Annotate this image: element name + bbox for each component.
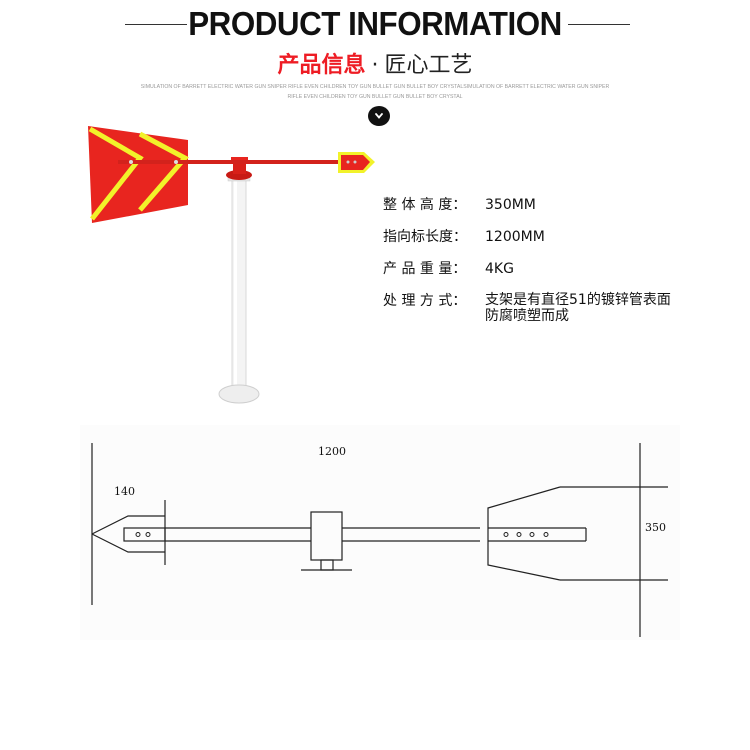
spec-list: 整 体 高 度： 350MM 指向标长度： 1200MM 产 品 重 量： 4K… — [383, 196, 685, 338]
subtitle-dark: 匠心工艺 — [384, 53, 473, 78]
vane-shaft — [118, 160, 350, 164]
spec-value: 350MM — [485, 197, 536, 213]
spec-value: 支架是有直径51的镀锌管表面防腐喷塑而成 — [485, 292, 671, 324]
bolt-hole — [516, 532, 522, 537]
bolt-hole — [503, 532, 509, 537]
bolt-hole — [145, 532, 151, 537]
spec-label: 指向标长度： — [383, 229, 467, 245]
tail-fin — [88, 126, 189, 223]
scroll-down-button[interactable] — [368, 106, 390, 126]
arrow-head — [338, 152, 375, 173]
bolt-hole — [529, 532, 535, 537]
subtitle-separator: · — [371, 53, 379, 78]
dimension-tip-length: 140 — [114, 485, 135, 498]
spec-label: 处 理 方 式： — [383, 293, 467, 309]
page-title: PRODUCT INFORMATION — [188, 5, 562, 42]
tagline: SIMULATION OF BARRETT ELECTRIC WATER GUN… — [140, 84, 610, 100]
support-pole — [218, 174, 260, 404]
title-rule-left — [125, 24, 187, 25]
page-subtitle: 产品信息·匠心工艺 — [0, 47, 750, 79]
spec-row-weight: 产 品 重 量： 4KG — [383, 260, 685, 278]
subtitle-red: 产品信息 — [277, 53, 366, 78]
technical-drawing: 1200 140 350 — [80, 425, 680, 640]
title-rule-right — [568, 24, 630, 25]
dimension-total-length: 1200 — [318, 445, 346, 458]
bolt-hole — [543, 532, 549, 537]
spec-row-treatment: 处 理 方 式： 支架是有直径51的镀锌管表面防腐喷塑而成 — [383, 292, 685, 324]
chevron-down-icon — [375, 113, 383, 119]
spec-row-length: 指向标长度： 1200MM — [383, 228, 685, 246]
rivet — [129, 160, 133, 164]
rivet — [174, 160, 178, 164]
product-photo — [88, 126, 375, 404]
spec-value: 1200MM — [485, 229, 545, 245]
drawing-lines — [91, 443, 668, 637]
spec-label: 产 品 重 量： — [383, 261, 467, 277]
spec-row-height: 整 体 高 度： 350MM — [383, 196, 685, 214]
bolt-hole — [135, 532, 141, 537]
spec-label: 整 体 高 度： — [383, 197, 467, 213]
dimension-fin-height: 350 — [645, 521, 666, 534]
spec-value: 4KG — [485, 261, 514, 277]
